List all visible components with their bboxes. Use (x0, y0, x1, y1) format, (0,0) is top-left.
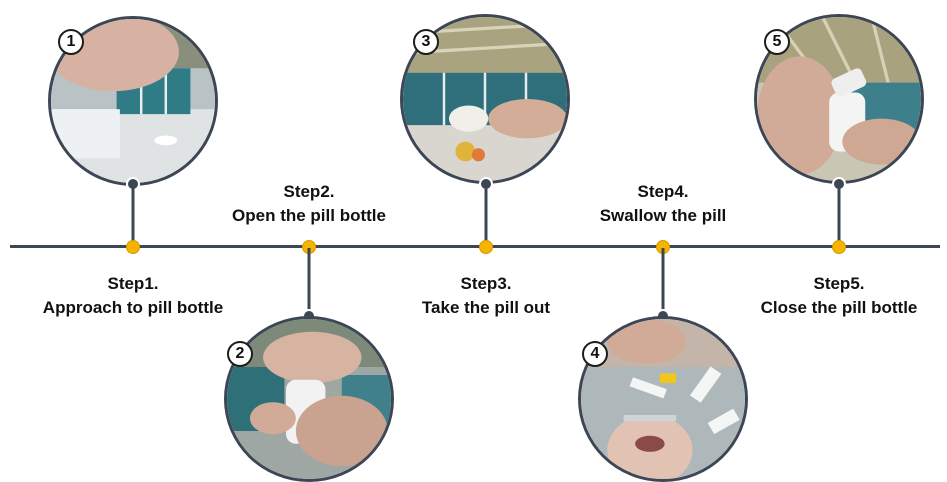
step-2-caption: Open the pill bottle (232, 204, 386, 228)
step-5-timeline-dot (832, 240, 846, 254)
step-5-title: Step5. (761, 272, 918, 296)
step-5-label: Step5. Close the pill bottle (761, 272, 918, 320)
step-3-caption: Take the pill out (422, 296, 550, 320)
step-2-title: Step2. (232, 180, 386, 204)
step-4-photo (578, 316, 748, 482)
step-1-title: Step1. (43, 272, 223, 296)
step-3-label: Step3. Take the pill out (422, 272, 550, 320)
step-4-caption: Swallow the pill (600, 204, 727, 228)
step-2-label: Step2. Open the pill bottle (232, 180, 386, 228)
step-5-number-badge: 5 (764, 29, 790, 55)
step-5-caption: Close the pill bottle (761, 296, 918, 320)
step-4-stem (662, 248, 665, 314)
step-3-number-badge: 3 (413, 29, 439, 55)
step-3-title: Step3. (422, 272, 550, 296)
step-3-stem (485, 186, 488, 246)
step-4-label: Step4. Swallow the pill (600, 180, 727, 228)
step-1-label: Step1. Approach to pill bottle (43, 272, 223, 320)
step-2-number-badge: 2 (227, 341, 253, 367)
step-1-stem (132, 186, 135, 246)
step-4-title: Step4. (600, 180, 727, 204)
step-1-caption: Approach to pill bottle (43, 296, 223, 320)
timeline-line (10, 245, 940, 248)
step-1-number-badge: 1 (58, 29, 84, 55)
step-2-photo (224, 316, 394, 482)
step-2-stem (308, 248, 311, 314)
step-4-number-badge: 4 (582, 341, 608, 367)
step-1-timeline-dot (126, 240, 140, 254)
step-3-timeline-dot (479, 240, 493, 254)
step-5-stem (838, 186, 841, 246)
